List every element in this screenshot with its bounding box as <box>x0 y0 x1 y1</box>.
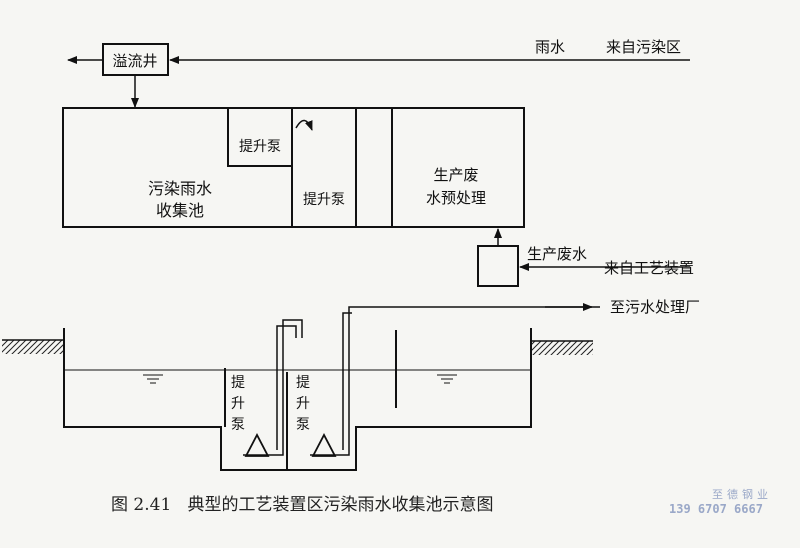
collection-pool-outline <box>62 107 525 228</box>
rainwater-label: 雨水 <box>535 38 565 56</box>
pump-pipe-left-inner <box>276 325 297 450</box>
pretreat-label-line2: 水预处理 <box>426 189 486 207</box>
wastewater-tank <box>477 245 519 287</box>
water-level-symbol-left <box>143 374 163 384</box>
from-polluted-area-label: 来自污染区 <box>606 38 681 56</box>
figure-caption: 图 2.41 典型的工艺装置区污染雨水收集池示意图 <box>111 495 493 515</box>
watermark-company: 至德钢业 <box>712 487 772 501</box>
pump-box-a <box>227 107 293 167</box>
watermark-phone: 139 6707 6667 <box>669 502 763 516</box>
pump-pipe-right <box>310 306 600 456</box>
pump-left-icon <box>244 433 270 457</box>
ground-hatch-right <box>531 341 593 355</box>
water-level-symbol-right <box>437 374 457 384</box>
production-wastewater-label: 生产废水 <box>527 245 587 263</box>
pump-left-char-1: 提 <box>231 375 245 391</box>
ground-hatch-left <box>2 340 64 354</box>
pretreat-label-line1: 生产废 <box>433 166 478 184</box>
pump-a-label: 提升泵 <box>239 139 281 155</box>
pump-right-icon <box>311 433 337 457</box>
pump-b-label: 提升泵 <box>303 192 345 208</box>
pump-a-discharge-arrow <box>295 119 313 131</box>
pump-right-char-1: 提 <box>296 375 310 391</box>
pump-right-char-2: 升 <box>296 396 310 412</box>
pump-pipe-left <box>243 319 303 456</box>
pump-left-char-3: 泵 <box>231 417 245 433</box>
to-treatment-plant-label: 至污水处理厂 <box>610 298 700 316</box>
pump-pipe-right-inner <box>342 312 352 450</box>
overflow-well-label: 溢流井 <box>112 52 157 70</box>
pool-label-line1: 污染雨水 <box>148 179 212 198</box>
pool-label-line2: 收集池 <box>156 201 204 220</box>
section-pool-outline <box>63 328 532 471</box>
pump-right-char-3: 泵 <box>296 417 310 433</box>
pump-left-char-2: 升 <box>231 396 245 412</box>
from-process-unit-label: 来自工艺装置 <box>604 259 694 277</box>
